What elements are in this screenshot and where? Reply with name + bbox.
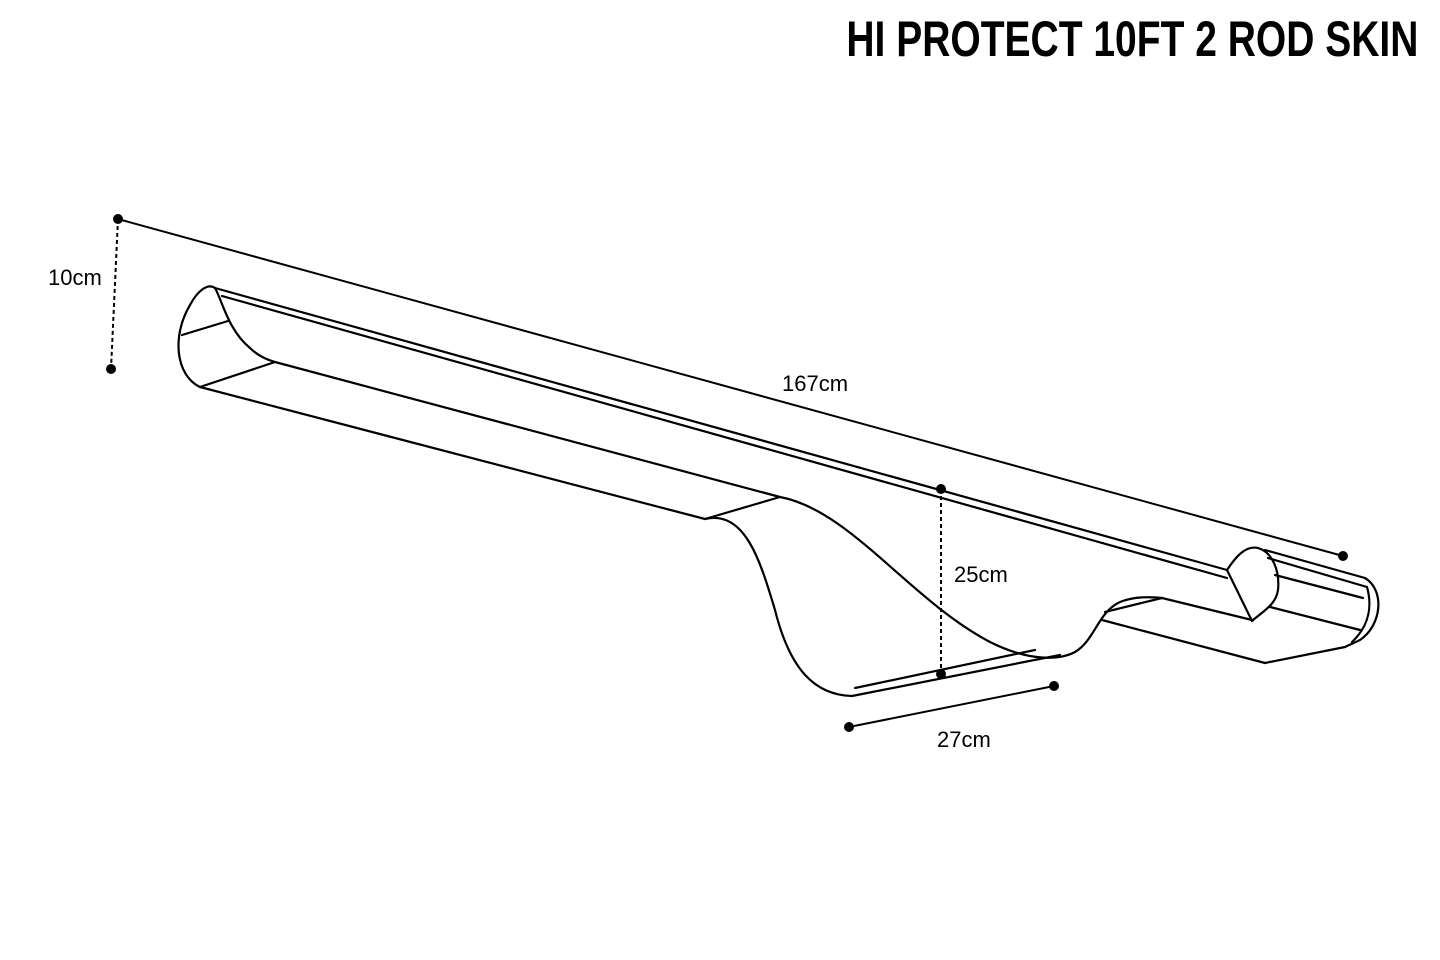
dimension-width-reel: 27cm (844, 681, 1059, 752)
dimension-label-height-end: 10cm (48, 265, 102, 290)
dimension-point (936, 669, 946, 679)
dimension-point (1338, 551, 1348, 561)
dimension-label-height-reel: 25cm (954, 562, 1008, 587)
dimension-label-length: 167cm (782, 371, 848, 396)
product-title: HI PROTECT 10FT 2 ROD SKIN (845, 11, 1418, 67)
dimension-point (844, 722, 854, 732)
rod-skin-outline (177, 285, 1380, 698)
dimension-height-reel: 25cm (936, 484, 1008, 679)
dimension-length: 167cm (117, 218, 1348, 561)
dimension-label-width-reel: 27cm (937, 727, 991, 752)
dimension-point (1049, 681, 1059, 691)
dimension-point (936, 484, 946, 494)
dimension-height-end: 10cm (48, 214, 123, 374)
dimension-point (106, 364, 116, 374)
